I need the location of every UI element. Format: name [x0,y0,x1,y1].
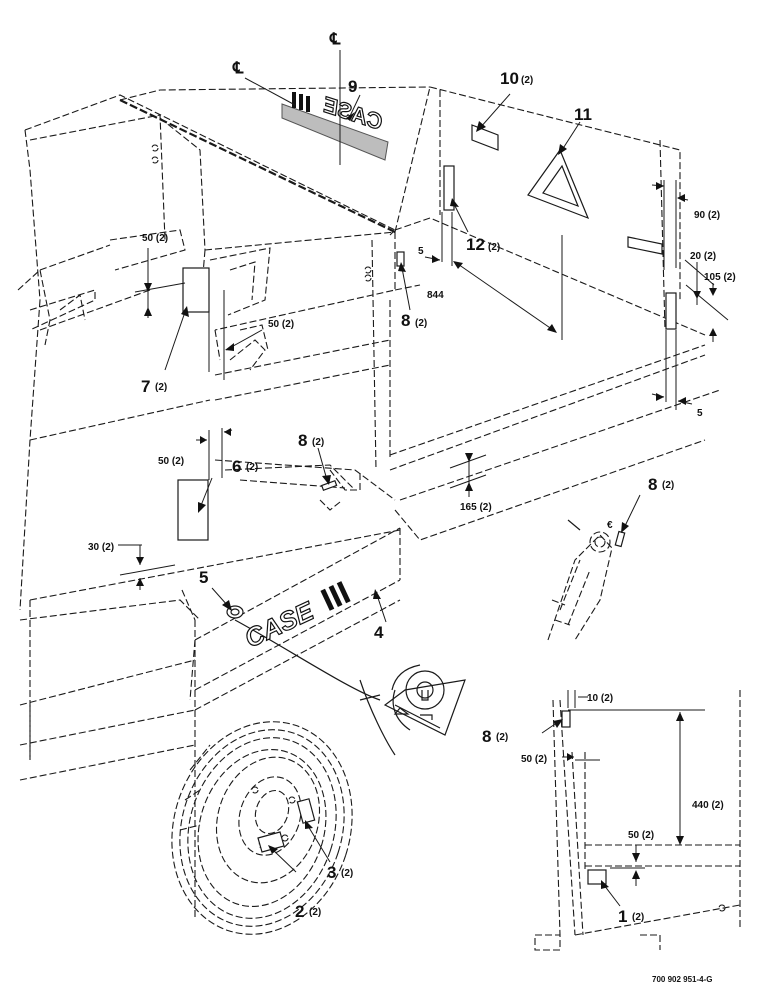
top-case-logo: CASE [281,91,389,161]
side-case-logo: CASE [239,581,351,654]
decal-12 [443,165,455,211]
centerline-symbol-top: ℄ [329,31,341,48]
decal-right-end [665,292,677,330]
callout-8b-qty: (2) [312,437,324,448]
callout-8a-number: 8 [401,311,410,330]
callout-labels: 9 10 (2) 11 12 (2) 8 (2) 7 (2) 8 (2) 6 (… [141,69,674,926]
dim-440: 440 (2) [692,800,724,811]
dim-165: 165 (2) [460,502,492,513]
decal-2 [257,831,285,853]
callout-9-number: 9 [348,77,357,96]
decals [177,124,677,853]
callout-8d-number: 8 [482,727,491,746]
dim-90: 90 (2) [694,210,720,221]
dimension-labels: 50 (2) 50 (2) 50 (2) 30 (2) 165 (2) 5 84… [88,210,736,841]
dim-5-lower: 5 [697,408,703,419]
dim-50-inset-low: 50 (2) [628,830,654,841]
callout-2-number: 2 [295,902,304,921]
callout-3-number: 3 [327,863,336,882]
decal-3 [296,798,316,824]
callout-4-number: 4 [374,623,384,642]
decal-6 [177,479,209,541]
callout-1-number: 1 [618,907,627,926]
small-centerline-symbol: € [607,520,613,531]
callout-8d-qty: (2) [496,732,508,743]
decal-8-inset [561,710,571,728]
callout-5-number: 5 [199,568,208,587]
dim-844: 844 [427,290,444,301]
callout-8b-number: 8 [298,431,307,450]
callout-2-qty: (2) [309,907,321,918]
hitch-arm [17,144,372,346]
centerlines: ℄ ℄ [232,31,341,165]
callout-12-qty: (2) [488,242,500,253]
arm-detail: € [547,519,626,641]
callout-10-number: 10 [500,69,519,88]
callout-1-qty: (2) [632,912,644,923]
wheel [171,721,353,935]
decal-8-arm [614,530,626,548]
rear-inset [534,690,741,951]
dim-50-mid: 50 (2) [268,319,294,330]
decal-10 [471,124,499,151]
logo-bar-3 [336,581,351,604]
logo-bar-2 [328,584,343,608]
callout-8c-qty: (2) [662,480,674,491]
fender-detail [234,619,466,756]
callout-10-qty: (2) [521,75,533,86]
decal-11-triangle [527,148,590,220]
dim-50-lower: 50 (2) [158,456,184,467]
decal-7 [182,267,210,313]
callout-8c-number: 8 [648,475,657,494]
dim-20: 20 (2) [690,251,716,262]
centerline-symbol-left: ℄ [232,60,244,77]
callout-12-number: 12 [466,235,485,254]
callout-8a-qty: (2) [415,318,427,329]
callout-11-number: 11 [574,105,592,124]
dim-50-top-left: 50 (2) [142,233,168,244]
decal-back-right [627,236,663,255]
baler-body [19,86,721,920]
dim-5-top: 5 [418,246,424,257]
dim-105: 105 (2) [704,272,736,283]
dim-10: 10 (2) [587,693,613,704]
decal-1 [587,869,607,885]
leaders [118,93,729,907]
dim-30: 30 (2) [88,542,114,553]
callout-7-qty: (2) [155,382,167,393]
drawing-code: 700 902 951-4-G [652,975,713,984]
callout-3-qty: (2) [341,868,353,879]
callout-6-number: 6 [232,457,241,476]
dim-50-inset: 50 (2) [521,754,547,765]
logo-bar-1 [320,588,335,611]
callout-6-qty: (2) [246,462,258,473]
callout-7-number: 7 [141,377,150,396]
